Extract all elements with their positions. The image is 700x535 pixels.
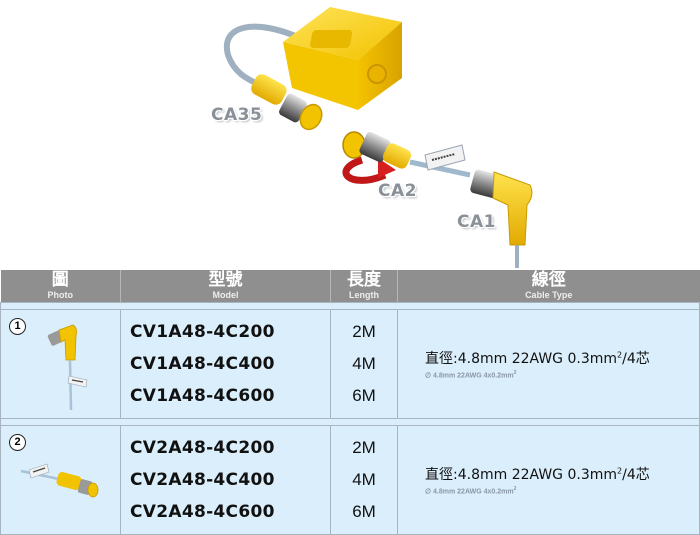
cable-spec: 直徑:4.8mm 22AWG 0.3mm2/4芯: [398, 464, 699, 484]
length-cell: 2M 4M 6M: [330, 425, 398, 535]
cable-spec-suffix: /4芯: [622, 467, 650, 484]
cable-spec-english-sup: 2: [513, 486, 517, 493]
ca2-connector: [342, 131, 471, 184]
header-sub: Photo: [47, 290, 74, 300]
header-main: 型號: [208, 270, 243, 290]
item-number: 2: [9, 434, 26, 451]
label-ca1: CA1: [457, 212, 496, 232]
cable-spec-sup: 2: [617, 350, 623, 360]
header-photo: 圖 Photo: [0, 270, 121, 303]
cable-spec-english-sup: 2: [513, 370, 517, 377]
header-model: 型號 Model: [120, 270, 331, 303]
header-cable-type: 線徑 Cable Type: [397, 270, 700, 303]
cable-spec-english: ∅ 4.8mm 22AWG 4x0.2mm2: [398, 370, 699, 379]
product-illustration: CA35 CA2 CA1: [211, 7, 533, 268]
length-value: 2M: [352, 438, 376, 457]
model-number: CV1A48-4C400: [130, 354, 275, 374]
cable-type-cell: 直徑:4.8mm 22AWG 0.3mm2/4芯 ∅ 4.8mm 22AWG 4…: [397, 425, 700, 535]
model-number: CV2A48-4C400: [130, 470, 275, 490]
header-main: 線徑: [531, 270, 566, 290]
header-main: 圖: [51, 270, 69, 290]
cable-spec-text: 直徑:4.8mm 22AWG 0.3mm: [425, 351, 618, 368]
ca35-connector: [251, 74, 323, 131]
length-cell: 2M 4M 6M: [330, 309, 398, 419]
table-row: 1 CV1A48-4C200 CV1A48-4C400 CV1A48-4C600: [0, 309, 700, 419]
label-ca35: CA35: [211, 105, 263, 125]
model-cell: CV1A48-4C200 CV1A48-4C400 CV1A48-4C600: [120, 309, 331, 419]
table-row: 2 CV2A48-4C200 CV2A48-4C400 CV2A48-4C600: [0, 425, 700, 535]
header-sub: Length: [349, 290, 379, 300]
model-number: CV2A48-4C200: [130, 438, 275, 458]
cable-spec: 直徑:4.8mm 22AWG 0.3mm2/4芯: [398, 348, 699, 368]
model-number: CV1A48-4C200: [130, 322, 275, 342]
length-value: 6M: [352, 386, 376, 405]
connector-photos: [223, 7, 533, 268]
cable-type-cell: 直徑:4.8mm 22AWG 0.3mm2/4芯 ∅ 4.8mm 22AWG 4…: [397, 309, 700, 419]
length-value: 2M: [352, 322, 376, 341]
cable-spec-english-text: ∅ 4.8mm 22AWG 4x0.2mm: [425, 372, 514, 380]
photo-cell: 2: [0, 425, 121, 535]
length-value: 6M: [352, 502, 376, 521]
header-sub: Model: [212, 290, 239, 300]
cable-spec-suffix: /4芯: [622, 351, 650, 368]
item-number: 1: [9, 318, 26, 335]
model-cell: CV2A48-4C200 CV2A48-4C400 CV2A48-4C600: [120, 425, 331, 535]
length-value: 4M: [352, 354, 376, 373]
label-ca2: CA2: [378, 181, 417, 201]
header-sub: Cable Type: [525, 290, 573, 300]
right-angle-connector-thumbnail: [47, 324, 88, 411]
cable-spec-text: 直徑:4.8mm 22AWG 0.3mm: [425, 467, 618, 484]
ca1-connector: [470, 169, 533, 268]
ca35-cable: [223, 23, 302, 89]
header-length: 長度 Length: [330, 270, 398, 303]
sensor-cube: [283, 7, 402, 110]
header-main: 長度: [347, 270, 381, 290]
model-number: CV2A48-4C600: [130, 502, 275, 522]
cable-spec-english-text: ∅ 4.8mm 22AWG 4x0.2mm: [425, 488, 514, 496]
model-number: CV1A48-4C600: [130, 386, 275, 406]
photo-cell: 1: [0, 309, 121, 419]
cable-spec-english: ∅ 4.8mm 22AWG 4x0.2mm2: [398, 486, 699, 495]
straight-connector-thumbnail: [20, 463, 99, 498]
length-value: 4M: [352, 470, 376, 489]
spec-table: 圖 Photo 型號 Model 長度 Length 線徑 Cable Type…: [0, 270, 700, 535]
cable-spec-sup: 2: [617, 466, 623, 476]
table-header-row: 圖 Photo 型號 Model 長度 Length 線徑 Cable Type: [0, 270, 700, 303]
